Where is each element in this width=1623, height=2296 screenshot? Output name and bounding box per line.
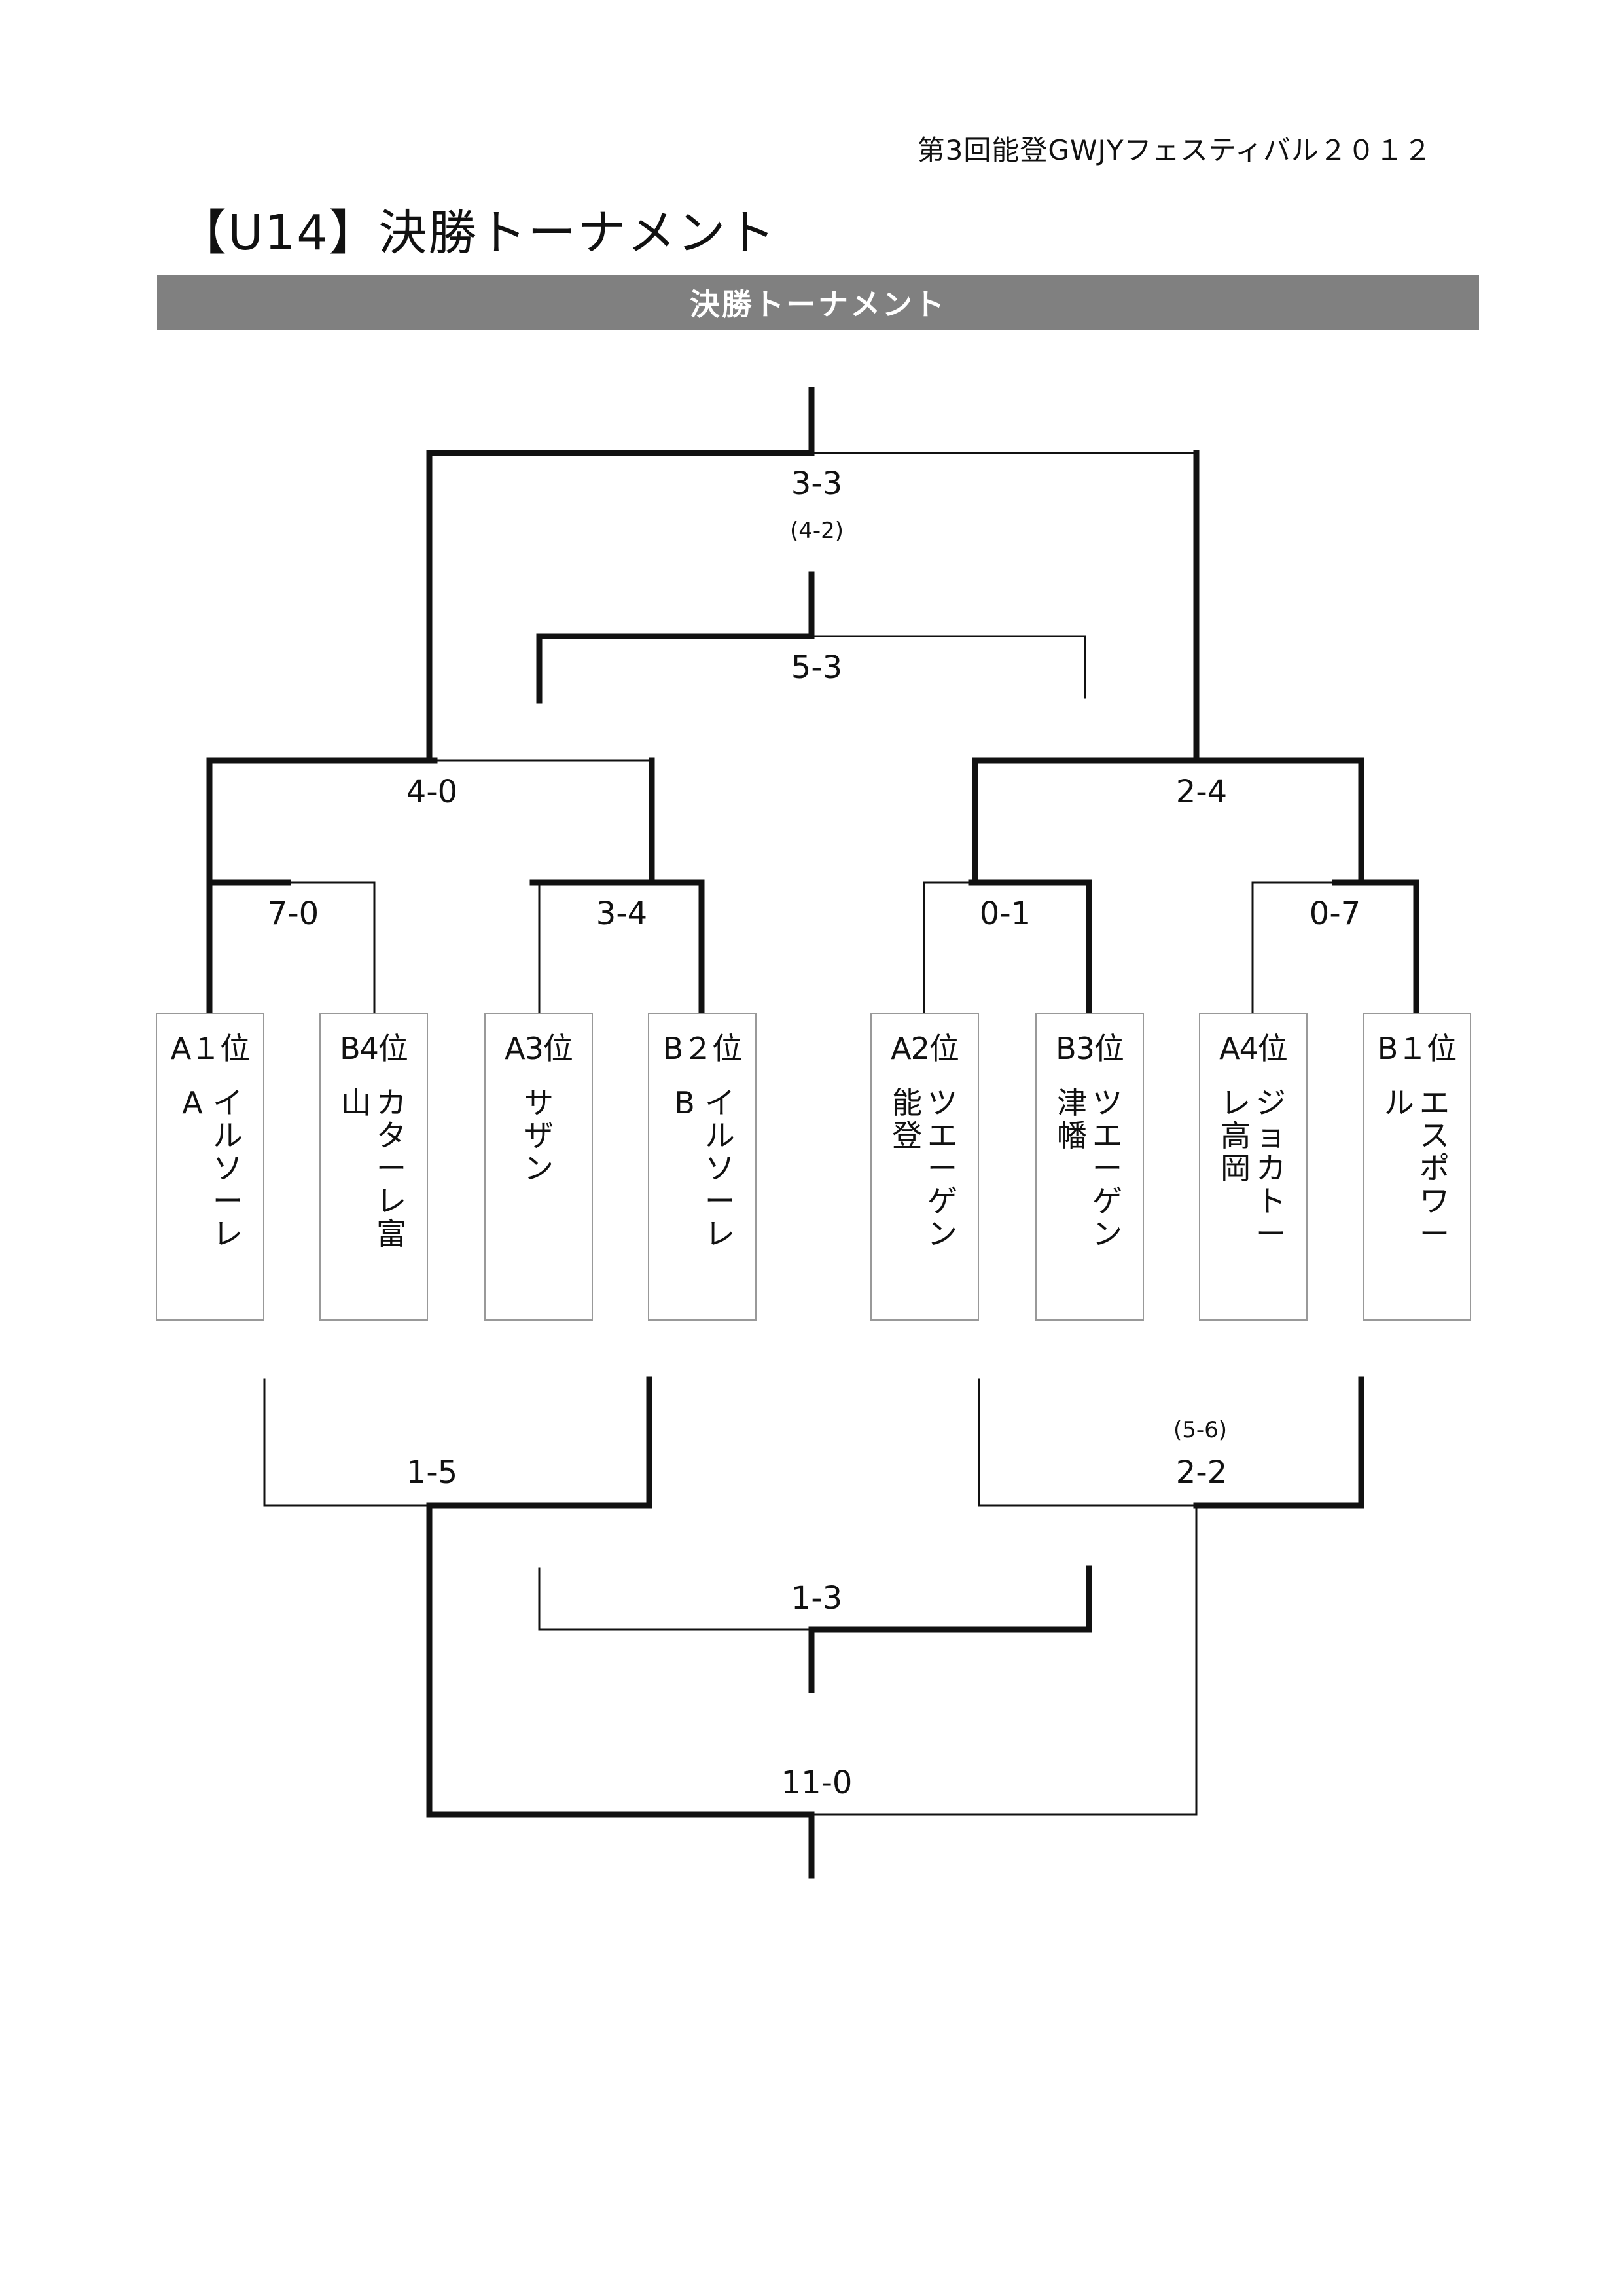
match-loser-line — [531, 881, 541, 1014]
score-round1: 0-7 — [1310, 895, 1361, 932]
match-winner-line — [808, 1565, 1092, 1633]
team-name-line: レ高岡 — [1221, 1085, 1251, 1186]
team-seed: A2位 — [891, 1031, 959, 1066]
team-seed: B２位 — [662, 1031, 743, 1066]
team-box: B２位イルソーレ B — [648, 1013, 757, 1321]
team-name: カターレ富山 — [321, 1086, 427, 1309]
match-loser-line — [263, 1378, 433, 1507]
team-seed: A3位 — [505, 1031, 573, 1066]
team-name: エスポワール — [1364, 1086, 1470, 1309]
team-name: ツエーゲン津幡 — [1037, 1086, 1143, 1309]
match-loser-line — [810, 1504, 1198, 1816]
score-final: 3-3 — [791, 465, 842, 502]
team-name: ジョカトーレ高岡 — [1200, 1086, 1306, 1309]
team-name-line: イルソーレ — [705, 1085, 735, 1251]
match-winner-line — [536, 571, 815, 704]
match-loser-line — [287, 881, 376, 1014]
team-name-line: エスポワー — [1419, 1085, 1450, 1251]
match-winner-line — [429, 1376, 652, 1509]
match-loser-line — [810, 635, 1086, 699]
team-name-line: ル — [1384, 1085, 1414, 1121]
team-name: イルソーレ A — [157, 1086, 263, 1309]
team-name-line: ジョカトー — [1256, 1085, 1286, 1251]
match-loser-line — [1251, 881, 1336, 1014]
team-box: B4位カターレ富山 — [319, 1013, 428, 1321]
team-seed: B4位 — [340, 1031, 408, 1066]
score-round1: 0-1 — [980, 895, 1031, 932]
team-name-line: ツエーゲン — [1092, 1085, 1122, 1251]
score-round1: 7-0 — [268, 895, 319, 932]
match-loser-line — [978, 1378, 1198, 1507]
match-loser-line — [923, 881, 972, 1014]
score-final-pk: (4-2) — [790, 518, 844, 544]
team-name: サザン — [486, 1086, 592, 1309]
score-lower-final: 11-0 — [781, 1765, 853, 1801]
score-third-place: 5-3 — [791, 649, 842, 686]
score-semi: 2-4 — [1176, 774, 1227, 810]
team-seed: B１位 — [1377, 1031, 1457, 1066]
match-loser-line — [433, 759, 653, 884]
score-lower-semi: 1-5 — [406, 1454, 457, 1491]
event-name: 第3回能登GWJYフェスティバル２０１２ — [917, 134, 1432, 166]
match-winner-line — [1201, 757, 1364, 886]
score-lower-semi-pk: (5-6) — [1173, 1417, 1227, 1443]
team-box: A１位イルソーレ A — [156, 1013, 264, 1321]
team-name-line: ツエーゲン — [927, 1085, 957, 1251]
team-name-line: 能登 — [892, 1085, 922, 1153]
team-name-line: イルソーレ — [213, 1085, 243, 1251]
team-name-line: 津幡 — [1057, 1085, 1087, 1153]
team-name: ツエーゲン能登 — [872, 1086, 978, 1309]
match-loser-line — [538, 1567, 813, 1631]
team-seed: B3位 — [1056, 1031, 1124, 1066]
team-name-line: B — [674, 1085, 695, 1121]
team-seed: A１位 — [170, 1031, 250, 1066]
team-box: A4位ジョカトーレ高岡 — [1199, 1013, 1308, 1321]
section-bar-label: 決勝トーナメント — [690, 287, 946, 322]
section-bar: 決勝トーナメント — [157, 275, 1479, 330]
team-box: B3位ツエーゲン津幡 — [1035, 1013, 1144, 1321]
team-name-line: A — [182, 1085, 203, 1121]
match-winner-line — [529, 879, 705, 1016]
score-semi: 4-0 — [406, 774, 457, 810]
team-box: B１位エスポワール — [1363, 1013, 1471, 1321]
match-loser-line — [810, 452, 1198, 762]
score-round1: 3-4 — [596, 895, 647, 932]
match-winner-line — [206, 757, 438, 886]
match-winner-line — [426, 387, 815, 764]
match-winner-line — [1193, 1376, 1364, 1509]
team-name-line: 山 — [341, 1085, 371, 1121]
match-winner-line — [972, 757, 1207, 886]
page-title: 【U14】決勝トーナメント — [178, 205, 777, 261]
team-box: A2位ツエーゲン能登 — [870, 1013, 979, 1321]
team-name-line: サザン — [524, 1085, 554, 1186]
team-seed: A4位 — [1219, 1031, 1288, 1066]
match-winner-line — [426, 1502, 815, 1879]
score-lower-mid: 1-3 — [791, 1580, 842, 1617]
team-name: イルソーレ B — [649, 1086, 755, 1309]
score-lower-semi: 2-2 — [1176, 1454, 1227, 1491]
team-box: A3位サザン — [484, 1013, 593, 1321]
match-winner-line — [968, 879, 1092, 1016]
team-name-line: カターレ富 — [376, 1085, 406, 1251]
